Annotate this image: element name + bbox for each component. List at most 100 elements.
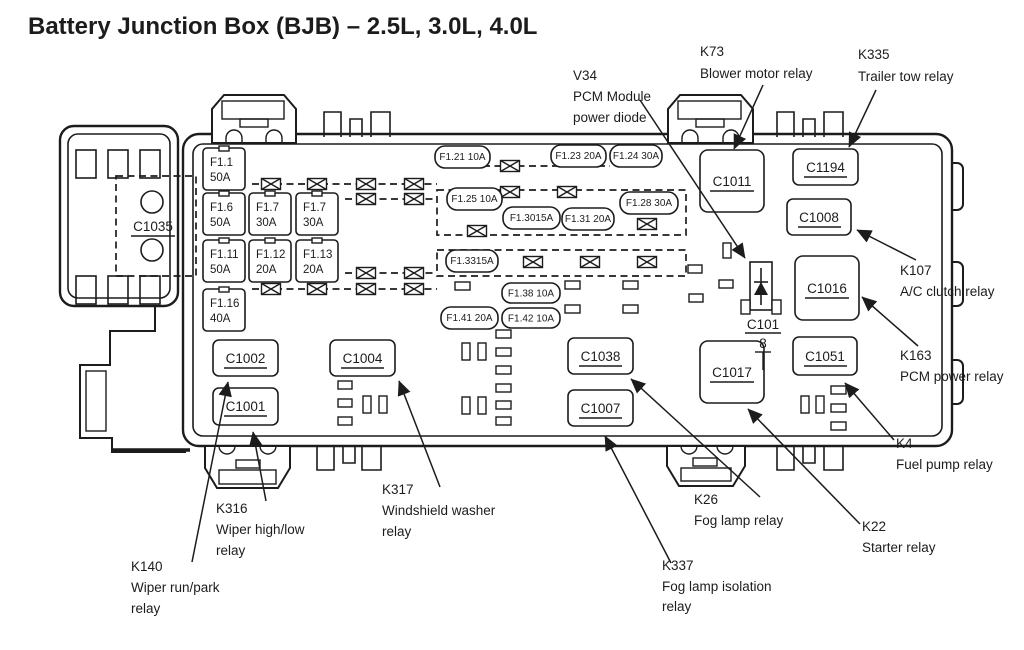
housing-tooth xyxy=(75,149,97,179)
page-title: Battery Junction Box (BJB) – 2.5L, 3.0L,… xyxy=(28,13,537,40)
bottom-tab-group-right xyxy=(776,446,844,471)
connector-label: C1017 xyxy=(712,365,752,380)
callout-desc: relay xyxy=(131,601,161,616)
bottom-tab-group-left xyxy=(316,446,382,471)
top-tab-group-left xyxy=(323,111,391,137)
fuse-element-icon xyxy=(556,185,578,199)
fuse-f1-12: F1.12 20A xyxy=(248,237,292,283)
housing-tooth xyxy=(139,275,161,305)
housing-tooth xyxy=(107,149,129,179)
fuse-element-icon xyxy=(355,282,377,296)
callout-arrow-k317 xyxy=(397,380,441,488)
connector-label: C101 xyxy=(747,317,779,332)
callout-arrow-k73 xyxy=(733,84,764,150)
top-tab-group-right xyxy=(776,111,844,137)
connector-label: C1038 xyxy=(581,349,621,364)
fuse-name: F1.7 xyxy=(303,202,326,214)
fuse-name: F1.7 xyxy=(256,202,279,214)
callout-k317: K317 Windshield washer relay xyxy=(382,482,496,539)
fuse-f1-33: F1.3315A xyxy=(445,249,499,273)
connector-label: C1001 xyxy=(226,399,266,414)
connector-label: 8 xyxy=(759,336,767,351)
fuse-label: F1.28 30A xyxy=(626,198,672,209)
bottom-connector-left xyxy=(204,445,291,489)
fuse-name: F1.12 xyxy=(256,249,285,261)
fuse-element-icon xyxy=(636,255,658,269)
callout-desc: PCM Module xyxy=(573,89,651,104)
callout-arrow-v34 xyxy=(639,99,746,259)
callout-code: K107 xyxy=(900,263,932,278)
housing-tooth xyxy=(139,149,161,179)
connector-c1008: C1008 xyxy=(786,198,852,236)
fuse-amp: 50A xyxy=(210,172,231,184)
callout-code: K335 xyxy=(858,47,890,62)
callout-desc: relay xyxy=(382,524,412,539)
fuse-label: F1.41 20A xyxy=(446,313,492,324)
callout-desc: Fog lamp isolation xyxy=(662,579,772,594)
connector-c1194: C1194 xyxy=(792,148,859,186)
fuse-f1-42: F1.42 10A xyxy=(501,307,561,329)
callout-desc: relay xyxy=(662,599,692,614)
connector-label: C1194 xyxy=(806,160,845,175)
callout-arrow-k22 xyxy=(747,408,861,525)
callout-desc: Fuel pump relay xyxy=(896,457,993,472)
fuse-element-icon xyxy=(579,255,601,269)
top-connector-left xyxy=(211,94,297,144)
callout-k22: K22 Starter relay xyxy=(862,519,936,555)
callout-k163: K163 PCM power relay xyxy=(900,348,1004,384)
callout-desc: PCM power relay xyxy=(900,369,1004,384)
callout-desc: Starter relay xyxy=(862,540,936,555)
callout-arrow-k163 xyxy=(861,296,919,347)
callout-code: K73 xyxy=(700,44,724,59)
mount-bracket-slot xyxy=(85,370,107,432)
fuse-amp: 30A xyxy=(303,217,324,229)
callout-desc: Blower motor relay xyxy=(700,66,813,81)
connector-c1011: C1011 xyxy=(699,149,765,213)
fuse-f1-31: F1.31 20A xyxy=(561,207,615,231)
connector-label: C1035 xyxy=(133,219,173,234)
fuse-name: F1.11 xyxy=(210,249,239,261)
fuse-element-icon xyxy=(499,185,521,199)
callout-k316: K316 Wiper high/low relay xyxy=(216,501,305,558)
fuse-name: F1.13 xyxy=(303,249,332,261)
fuse-element-icon xyxy=(522,255,544,269)
callout-code: K26 xyxy=(694,492,718,507)
callout-desc: Wiper run/park xyxy=(131,580,220,595)
fuse-element-icon xyxy=(355,266,377,280)
fuse-label: F1.3315A xyxy=(450,256,494,267)
fuse-f1-38: F1.38 10A xyxy=(501,282,561,304)
callout-arrow-k26 xyxy=(630,378,761,498)
callout-k26: K26 Fog lamp relay xyxy=(694,492,784,528)
fuse-label: F1.24 30A xyxy=(613,151,659,162)
fuse-element-icon xyxy=(306,177,328,191)
callout-desc: power diode xyxy=(573,110,647,125)
callout-k4: K4 Fuel pump relay xyxy=(896,436,993,472)
callout-arrow-k316 xyxy=(249,431,267,502)
connector-c1017: C1017 xyxy=(699,340,765,404)
housing-tooth xyxy=(75,275,97,305)
connector-label: C1008 xyxy=(799,210,839,225)
fuse-label: F1.23 20A xyxy=(555,151,601,162)
callout-code: K163 xyxy=(900,348,932,363)
fuse-element-icon xyxy=(403,177,425,191)
callout-code: K4 xyxy=(896,436,913,451)
fuse-f1-24: F1.24 30A xyxy=(609,144,663,168)
fuse-amp: 40A xyxy=(210,313,231,325)
callout-arrow-k107 xyxy=(856,229,917,261)
callout-k337: K337 Fog lamp isolation relay xyxy=(662,558,772,614)
fuse-f1-28: F1.28 30A xyxy=(619,191,679,215)
fuse-f1-30: F1.3015A xyxy=(502,206,561,230)
callout-k335: K335 Trailer tow relay xyxy=(858,47,954,84)
callout-arrows xyxy=(191,84,919,564)
mount-bracket xyxy=(79,306,186,453)
fuse-f1-16: F1.16 40A xyxy=(202,286,246,332)
connector-label: C1051 xyxy=(805,349,845,364)
callout-code: K337 xyxy=(662,558,694,573)
top-connector-right xyxy=(667,94,754,144)
fuse-f1-7b: F1.7 30A xyxy=(295,190,339,236)
fuse-f1-1: F1.1 50A xyxy=(202,145,246,191)
connector-c1007: C1007 xyxy=(567,389,634,427)
callout-desc: A/C clutch relay xyxy=(900,284,995,299)
